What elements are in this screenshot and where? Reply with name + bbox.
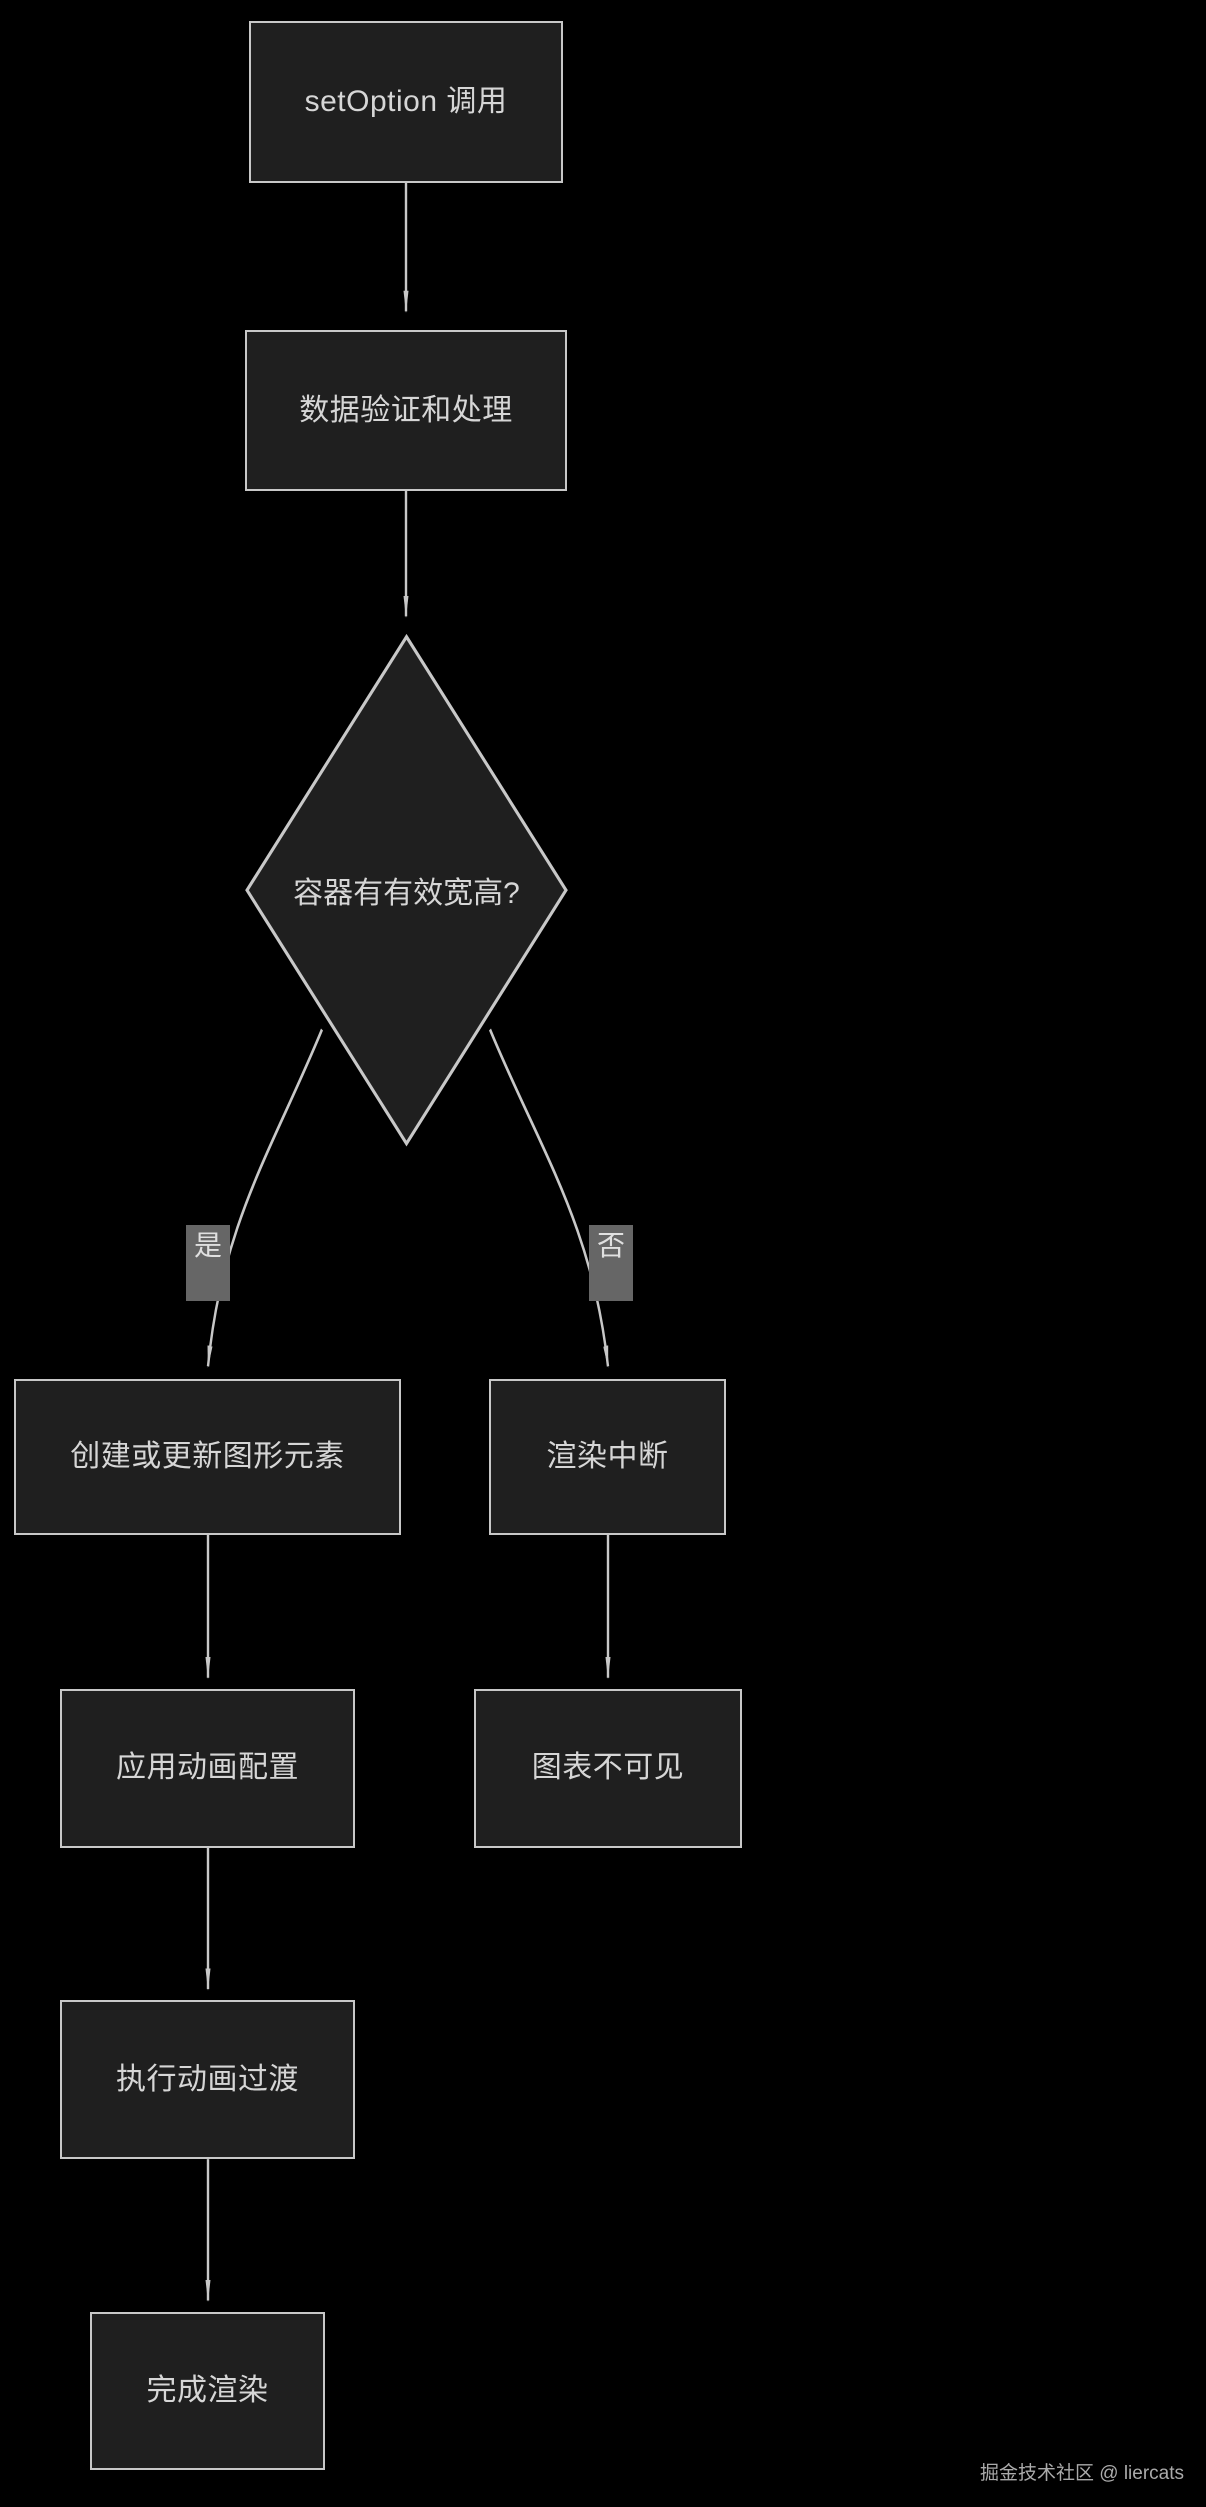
node-label: 数据验证和处理 — [299, 393, 513, 427]
node-label-wrapper: 容器有有效宽高? — [244, 632, 569, 1148]
node-label: 创建或更新图形元素 — [70, 1439, 345, 1473]
node-apply-animation-config[interactable]: 应用动画配置 — [60, 1688, 355, 1848]
node-create-or-update-graphics[interactable]: 创建或更新图形元素 — [14, 1379, 401, 1535]
watermark-text: 掘金技术社区 @ liercats — [979, 2463, 1184, 2484]
node-label: setOption 调用 — [304, 84, 508, 118]
edge-label-no: 否 — [589, 1224, 633, 1302]
edge-label-text: 是 — [193, 1229, 222, 1261]
node-label: 执行动画过渡 — [116, 2062, 299, 2096]
node-label: 渲染中断 — [546, 1439, 669, 1473]
node-label: 完成渲染 — [146, 2374, 269, 2407]
node-run-animation-transition[interactable]: 执行动画过渡 — [60, 2000, 355, 2160]
diamond-shape — [245, 634, 568, 1147]
node-set-option-call[interactable]: setOption 调用 — [249, 20, 563, 183]
node-chart-invisible[interactable]: 图表不可见 — [474, 1688, 742, 1848]
node-render-complete[interactable]: 完成渲染 — [90, 2311, 325, 2471]
node-label: 图表不可见 — [531, 1751, 685, 1785]
watermark: 掘金技术社区 @ liercats — [980, 2458, 1184, 2485]
edge-label-text: 否 — [596, 1229, 625, 1261]
node-label: 应用动画配置 — [116, 1751, 299, 1785]
node-label: 容器有有效宽高? — [293, 877, 520, 911]
node-data-validation[interactable]: 数据验证和处理 — [245, 330, 567, 491]
edge-label-yes: 是 — [186, 1224, 230, 1302]
node-render-aborted[interactable]: 渲染中断 — [489, 1379, 726, 1535]
node-container-size-decision[interactable]: 容器有有效宽高? — [244, 632, 569, 1148]
